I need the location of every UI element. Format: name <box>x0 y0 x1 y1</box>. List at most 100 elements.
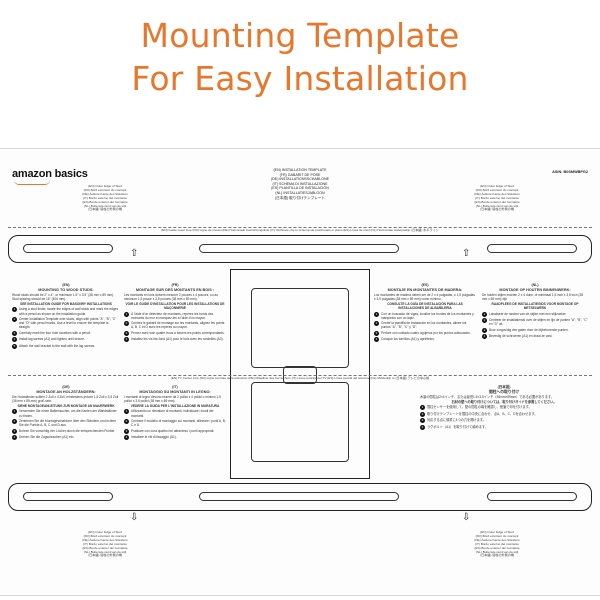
lang-tag: (NL) <box>531 283 539 287</box>
arrow-up-icon: ⇧ <box>462 248 471 259</box>
instructions-de: (DE) MONTAGE AN HOLZSTÄNDERN: Die Holzst… <box>12 385 120 441</box>
stud-edge-label-bottom-left: (EN) Outer Edge of Stud (FR) Bord extéri… <box>70 530 140 558</box>
edge-label-nl: (NL) Buitenste rand van de stijl <box>83 203 127 208</box>
brand-logo: amazon basics <box>12 168 88 180</box>
lang-tag: (IT) <box>172 385 178 389</box>
plate-frame-lower <box>251 382 349 462</box>
edge-label-es: (ES) Borde exterior del montante <box>82 199 128 204</box>
step-text: Lokaliseer de randen van de stijlen met … <box>489 311 567 316</box>
lang-tag: (日本語) <box>497 385 511 389</box>
template-headings: (EN) INSTALLATION TEMPLATE (FR) GABARIT … <box>230 168 370 200</box>
mounting-rail-top <box>8 235 592 263</box>
instruction-title: MONTAGE AN HOLZSTÄNDERN: <box>36 390 96 395</box>
edge-label-nl: (NL) Buitenste rand van de stijl <box>83 549 127 554</box>
arrow-down-icon: ⇩ <box>462 512 471 523</box>
instruction-subtitle: 石材の壁への取り付けについては、取り付けガイドを参照してください。 <box>451 399 557 404</box>
lang-tag: (DE) <box>62 385 70 389</box>
step-text: Con un buscador de vigas, localice los b… <box>381 311 474 320</box>
instruction-intro: 木製の間柱は2×4インチ、または最低1.5×3.5インチ（38mm×89mm）で… <box>420 394 554 399</box>
tv-center-line <box>8 375 592 376</box>
step-text: 間柱センサーを使用して、壁の間柱の端を確認し、鉛筆で印を付けます。 <box>427 405 532 410</box>
instructions-fr: (FR) MONTAGE SUR DES MONTANTS EN BOIS : … <box>124 283 226 343</box>
edge-label-de: (DE) Äußere Kante des Ständers <box>82 537 128 542</box>
edge-label-en: (EN) Outer Edge of Stud <box>88 530 122 534</box>
instruction-title: MONTAGGIO SU MONTANTI IN LEGNO: <box>139 390 211 395</box>
lang-tag: (ES) <box>421 283 429 287</box>
edge-label-fr: (FR) Bord extérieur du montant <box>475 533 519 538</box>
heading-de: (DE) INSTALLATIONSSCHABLONE <box>271 177 329 182</box>
rail-slot-right <box>487 492 577 501</box>
instructions-es: (ES) MONTAJE EN MONTANTES DE MADERA: Los… <box>374 283 476 343</box>
arrow-up-icon: ⇧ <box>130 248 139 259</box>
heading-nl: (NL) INSTALLATIESJABLOON <box>275 190 325 195</box>
edge-label-ja: (日本語) 間柱の外側の端 <box>480 553 514 558</box>
step-text: Using a stud finder, locate the edges of… <box>19 307 119 316</box>
instruction-subtitle: VOIR LE GUIDE D'INSTALLATION POUR LES IN… <box>125 301 225 310</box>
edge-label-de: (DE) Äußere Kante des Ständers <box>82 191 128 196</box>
step-text: Centrare il modello di montaggio sui mon… <box>131 419 226 428</box>
edge-label-nl: (NL) Buitenste rand van de stijl <box>475 549 519 554</box>
step-text: Centre la plantilla de instalación en lo… <box>381 321 467 330</box>
instruction-title: MOUNTING TO WOOD STUDS: <box>38 288 94 293</box>
edge-label-it: (IT) Bordo esterno del montante <box>475 195 519 200</box>
step-text: ラグボルト（A1）を取り付けて締めます。 <box>427 424 488 429</box>
instruction-subtitle: SEE INSTALLATION GUIDE FOR MASONRY INSTA… <box>20 301 112 306</box>
edge-label-ja: (日本語) 間柱の外側の端 <box>480 207 514 212</box>
step-text: Installare le viti di fissaggio (A1). <box>131 435 177 440</box>
edge-label-de: (DE) Äußere Kante des Ständers <box>474 537 520 542</box>
edge-label-en: (EN) Outer Edge of Stud <box>88 184 122 188</box>
edge-label-nl: (NL) Buitenste rand van de stijl <box>475 203 519 208</box>
headline-line-1: Mounting Template <box>140 16 460 55</box>
step-text: Drehen Sie die Zugschrauben (A1) ein. <box>19 435 75 440</box>
step-text: Perfore con cuidado cuatro agujeros por … <box>381 330 471 335</box>
rail-slot-right <box>487 244 577 253</box>
rail-slot-center <box>199 244 399 253</box>
guide-level-line <box>8 227 592 228</box>
step-text: Centreer de installatiemal over de stijl… <box>489 318 588 327</box>
instructions-nl: (NL) MONTAGE OP HOUTEN BINNENWERK: De ho… <box>482 283 588 340</box>
headline-line-2: For Easy Installation <box>131 59 469 98</box>
edge-label-es: (ES) Borde exterior del montante <box>474 545 520 550</box>
stud-edge-label-right: (EN) Outer Edge of Stud (FR) Bord extéri… <box>462 184 532 212</box>
lang-tag: (EN) <box>62 283 70 287</box>
plate-frame-upper <box>251 288 349 368</box>
instructions-ja: (日本語) 間柱への取り付け 木製の間柱は2×4インチ、または最低1.5×3.5… <box>420 385 588 430</box>
arrow-down-icon: ⇩ <box>130 512 139 523</box>
rail-slot-left <box>23 492 113 501</box>
guide-level-line-label: (EN) Guide Level Line (FR) Ligne de nive… <box>161 228 439 232</box>
edge-label-fr: (FR) Bord extérieur du montant <box>83 533 127 538</box>
center-wall-plate <box>230 269 370 479</box>
stud-edge-label-bottom-right: (EN) Outer Edge of Stud (FR) Bord extéri… <box>462 530 532 558</box>
edge-label-it: (IT) Bordo esterno del montante <box>475 541 519 546</box>
step-text: 取り付けテンプレートを間柱の中央に合わせ、点A、B、C、Dを合わせます。 <box>427 411 538 416</box>
heading-en: (EN) INSTALLATION TEMPLATE <box>273 168 327 172</box>
edge-label-es: (ES) Borde exterior del montante <box>474 199 520 204</box>
step-text: Verwenden Sie einen Balkensucher, um die… <box>19 409 117 418</box>
instruction-subtitle: CONSULTE LA GUÍA DE INSTALACIÓN PARA LAS… <box>387 301 463 310</box>
heading-fr: (FR) GABARIT DE POSE <box>279 172 321 177</box>
tv-center-line-label: (EN) TV Center Line (FR) Ligne centrale … <box>170 376 430 380</box>
brand-smile-icon <box>14 180 50 185</box>
instruction-intro: Les montants en bois doivent mesurer 2 p… <box>124 292 218 301</box>
heading-ja: (日本語) 取り付けテンプレート <box>274 195 325 200</box>
instruction-title: MONTAGE SUR DES MONTANTS EN BOIS : <box>135 288 215 293</box>
step-text: Praticare con cura quattro fori attraver… <box>131 428 215 433</box>
